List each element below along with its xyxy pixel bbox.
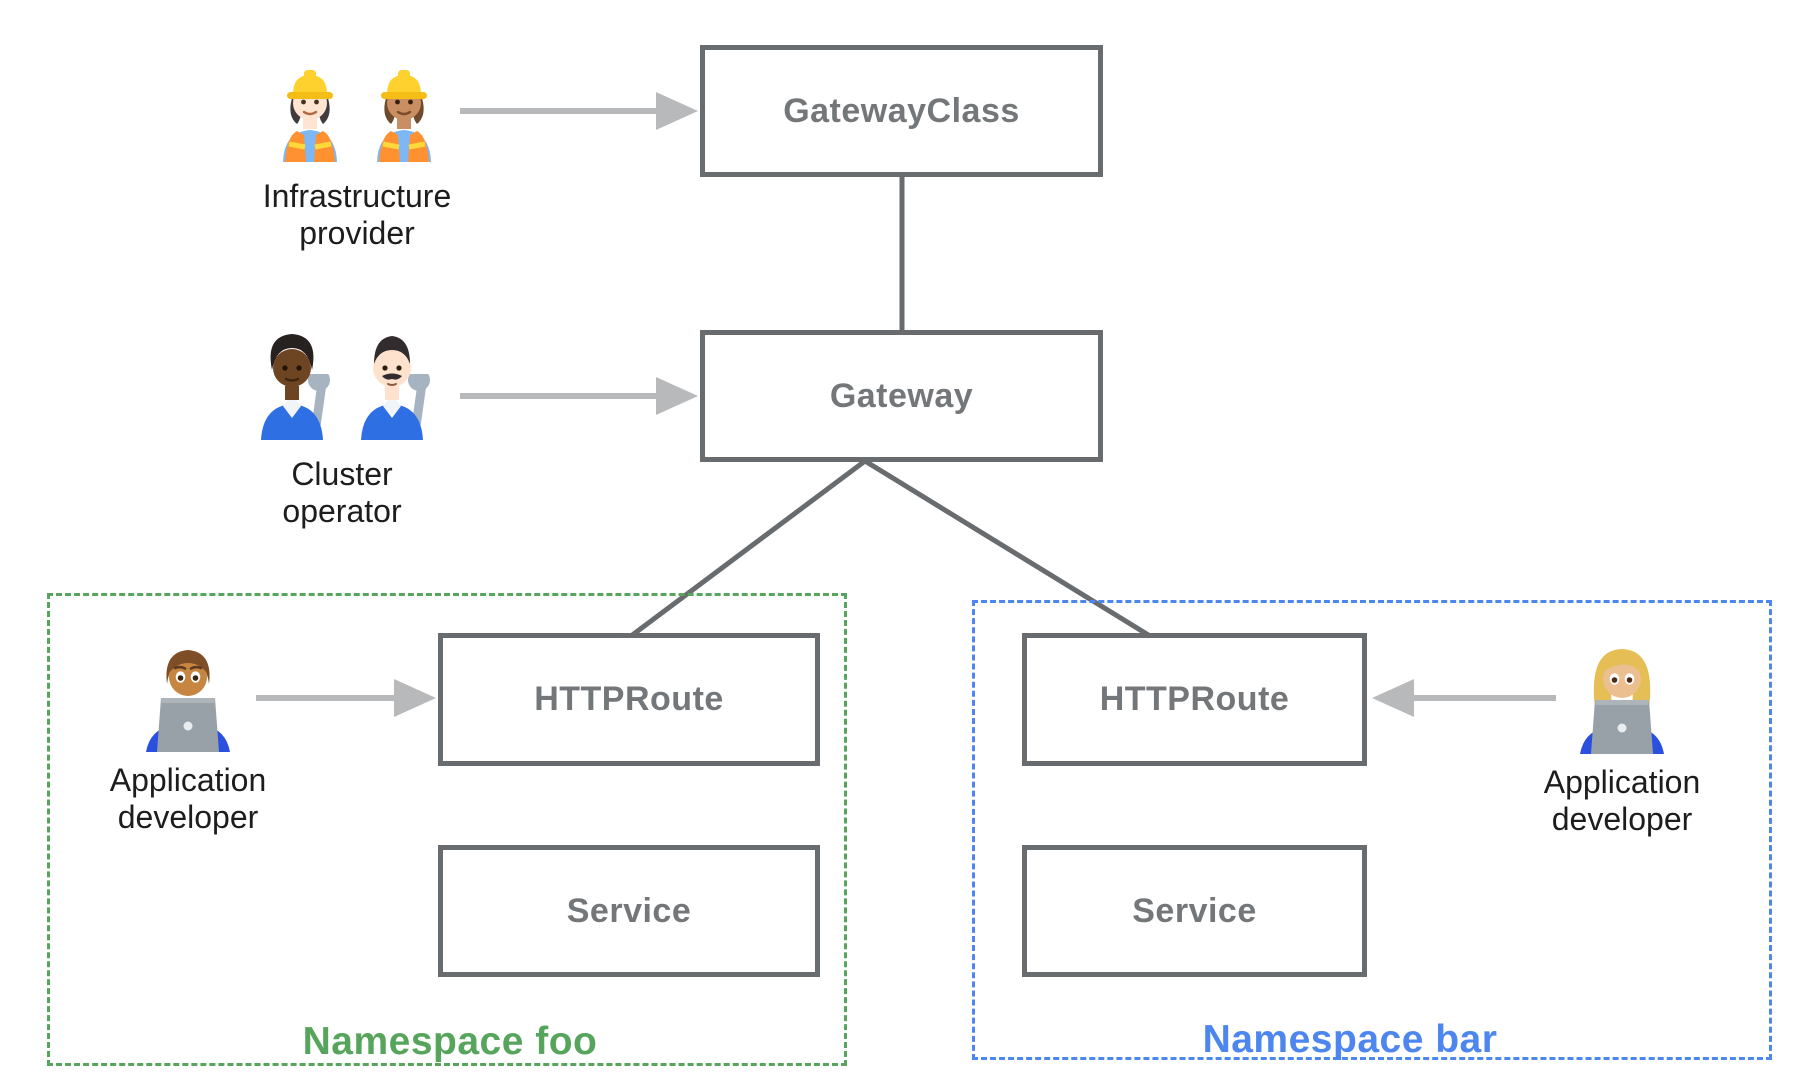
- service-foo-node-label: Service: [566, 891, 692, 930]
- man-mechanic-light-skin-icon: [361, 336, 430, 440]
- service-node-namespace-bar: Service: [1022, 845, 1367, 977]
- edge-gateway-to-httproute-bar: [863, 458, 1152, 639]
- man-technologist-icon: [146, 650, 230, 752]
- namespace-foo-boundary: [47, 593, 847, 1066]
- httproute-node-namespace-foo: HTTPRoute: [438, 633, 820, 766]
- cluster-operator-label: Cluster operator: [282, 456, 402, 529]
- arrow-head-icon: [656, 377, 698, 415]
- application-developer-foo-label: Application developer: [109, 762, 267, 835]
- woman-construction-worker-medium-skin-icon: [377, 70, 431, 162]
- infrastructure-provider-label: Infrastructure provider: [262, 178, 452, 251]
- arrow-infrastructure-provider-to-gatewayclass: [460, 92, 698, 130]
- arrow-cluster-operator-to-gateway: [460, 377, 698, 415]
- application-developer-bar-label: Application developer: [1543, 764, 1701, 837]
- application-developer-bar-icons: [1574, 642, 1670, 754]
- edge-gateway-to-httproute-foo: [629, 458, 867, 639]
- arrow-head-icon: [1372, 679, 1414, 717]
- arrow-head-icon: [656, 92, 698, 130]
- application-developer-foo-icons: [140, 640, 236, 752]
- arrow-application-developer-to-httproute-foo: [256, 679, 436, 717]
- persona-application-developer-foo: Application developer: [88, 640, 288, 836]
- persona-cluster-operator: Cluster operator: [237, 306, 447, 530]
- gateway-node-label: Gateway: [829, 376, 974, 415]
- infrastructure-provider-icons: [270, 56, 444, 162]
- service-bar-node-label: Service: [1132, 891, 1257, 930]
- namespace-bar-label: Namespace bar: [1202, 1018, 1498, 1061]
- httproute-node-namespace-bar: HTTPRoute: [1022, 633, 1367, 766]
- httproute-bar-node-label: HTTPRoute: [1099, 680, 1290, 718]
- cluster-operator-icons: [247, 306, 437, 440]
- woman-technologist-icon: [1580, 649, 1664, 754]
- service-node-namespace-foo: Service: [438, 845, 820, 977]
- persona-application-developer-bar: Application developer: [1522, 642, 1722, 838]
- arrow-head-icon: [394, 679, 436, 717]
- persona-infrastructure-provider: Infrastructure provider: [252, 56, 462, 252]
- mechanic-dark-skin-icon: [261, 334, 330, 440]
- arrow-application-developer-to-httproute-bar: [1372, 679, 1556, 717]
- woman-construction-worker-light-skin-icon: [283, 70, 337, 162]
- gateway-node: Gateway: [700, 330, 1103, 462]
- gatewayclass-node-label: GatewayClass: [783, 91, 1020, 130]
- namespace-bar-boundary: [972, 600, 1772, 1060]
- httproute-foo-node-label: HTTPRoute: [534, 680, 724, 718]
- namespace-foo-label: Namespace foo: [302, 1020, 598, 1063]
- gatewayclass-node: GatewayClass: [700, 45, 1103, 177]
